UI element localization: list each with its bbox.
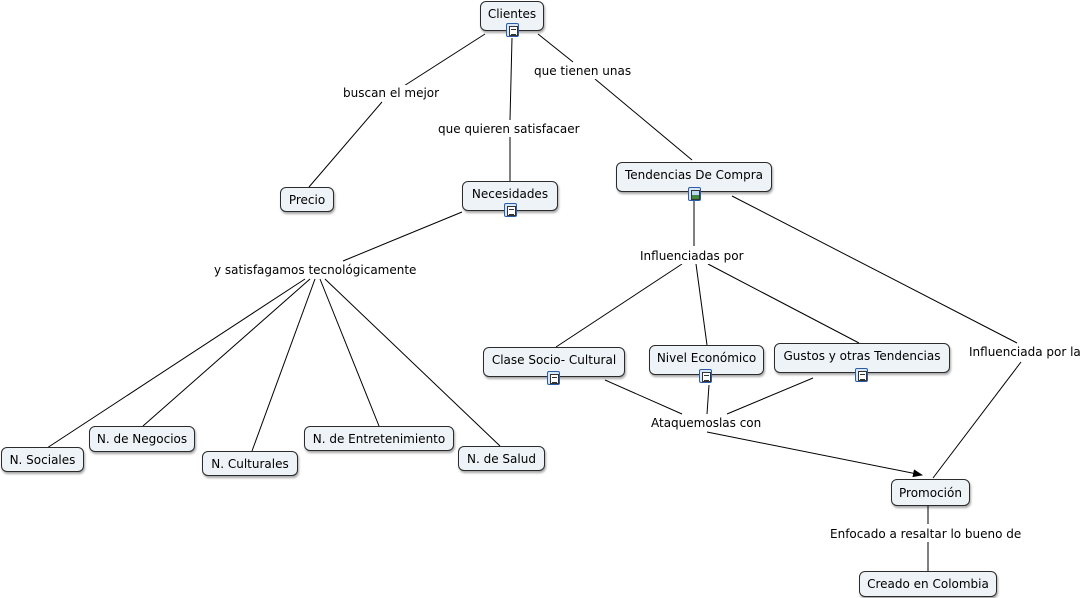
document-icon[interactable]: [506, 23, 519, 37]
line-influenciadas-gustos: [707, 263, 860, 344]
line-influenciadas-clase: [555, 263, 683, 348]
concept-label: Necesidades: [471, 187, 549, 201]
concept-label: N. de Salud: [467, 451, 536, 466]
line-tienen-tendencias: [594, 78, 693, 161]
concept-necesidades[interactable]: Necesidades: [462, 181, 558, 217]
link-label-buscan: buscan el mejor: [341, 85, 442, 101]
concept-precio[interactable]: Precio: [280, 187, 334, 212]
concept-label: Clientes: [487, 7, 537, 21]
document-icon[interactable]: [699, 369, 712, 383]
concept-clase-socio-cultural[interactable]: Clase Socio- Cultural: [483, 347, 625, 385]
line-clientes-tienen: [537, 33, 574, 63]
concept-label: Promoción: [899, 485, 962, 500]
concept-n-de-salud[interactable]: N. de Salud: [458, 446, 545, 471]
concept-n-culturales[interactable]: N. Culturales: [202, 451, 298, 476]
concept-n-de-negocios[interactable]: N. de Negocios: [89, 426, 195, 452]
line-tendencias-influenciada: [731, 195, 1018, 344]
concept-label: Clase Socio- Cultural: [491, 353, 617, 367]
line-sat-culturales: [251, 278, 316, 452]
line-sat-negocios: [142, 278, 311, 427]
link-label-quieren: que quieren satisfacaer: [436, 121, 582, 137]
concept-nivel-economico[interactable]: Nivel Económico: [649, 345, 764, 383]
line-sat-entretenimiento: [319, 278, 380, 427]
concept-label: Nivel Económico: [656, 351, 757, 365]
concept-n-de-entretenimiento[interactable]: N. de Entretenimiento: [304, 426, 454, 451]
concept-gustos-y-otras-tendencias[interactable]: Gustos y otras Tendencias: [774, 343, 950, 382]
document-icon[interactable]: [547, 371, 560, 385]
concept-label: N. de Entretenimiento: [312, 431, 446, 446]
concept-label: N. Sociales: [9, 452, 76, 467]
link-label-enfocado: Enfocado a resaltar lo bueno de: [828, 526, 1024, 542]
line-clase-ataquemoslas: [604, 379, 683, 415]
concept-tendencias-de-compra[interactable]: Tendencias De Compra: [616, 162, 772, 201]
link-label-ataquemoslas: Ataquemoslas con: [649, 415, 764, 431]
line-clientes-quieren: [509, 37, 513, 121]
concept-creado-en-colombia[interactable]: Creado en Colombia: [859, 571, 997, 597]
line-buscan-precio: [308, 101, 383, 188]
document-icon[interactable]: [855, 368, 868, 382]
concept-n-sociales[interactable]: N. Sociales: [1, 447, 84, 472]
line-nivel-ataquemoslas: [706, 384, 710, 415]
concept-label: N. Culturales: [211, 456, 289, 471]
line-sat-salud: [324, 278, 501, 447]
link-label-influenciada: Influenciada por la: [967, 344, 1083, 360]
line-necesidades-satisfagamos: [342, 211, 463, 262]
line-influenciadas-nivel: [695, 263, 708, 346]
concept-label: Creado en Colombia: [867, 577, 989, 591]
line-gustos-ataquemoslas: [726, 377, 814, 415]
concept-label: Precio: [288, 192, 326, 207]
concept-promocion[interactable]: Promoción: [891, 479, 970, 506]
link-label-influenciadas: Influenciadas por: [638, 248, 746, 264]
concept-label: Tendencias De Compra: [625, 168, 763, 182]
document-icon[interactable]: [504, 203, 517, 217]
concept-label: N. de Negocios: [96, 432, 188, 446]
concept-label: Gustos y otras Tendencias: [783, 349, 941, 363]
line-sat-sociales: [46, 278, 306, 449]
image-icon[interactable]: [688, 187, 701, 201]
line-influenciada-promocion: [932, 361, 1022, 479]
concept-clientes[interactable]: Clientes: [480, 1, 544, 37]
line-ataquemoslas-promocion: [706, 431, 923, 478]
link-label-satisfagamos: y satisfagamos tecnológicamente: [212, 262, 419, 278]
link-label-tienen: que tienen unas: [532, 63, 634, 79]
